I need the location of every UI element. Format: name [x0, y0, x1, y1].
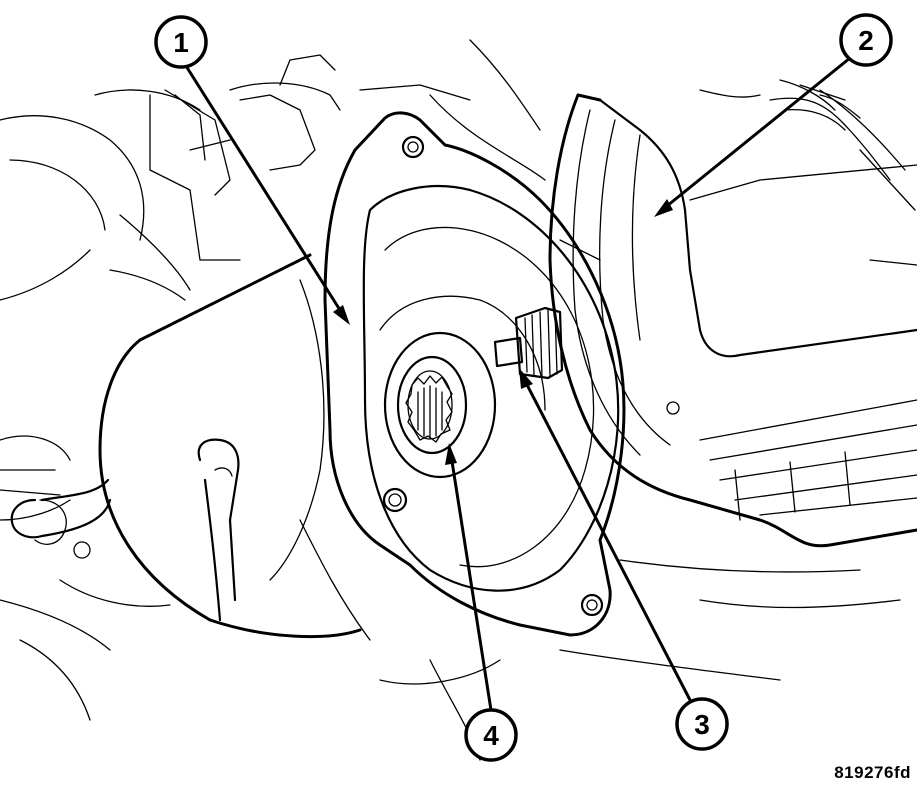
callout-4: 4: [464, 708, 518, 762]
transmission-case: [548, 93, 917, 548]
callout-leaders: [179, 56, 852, 712]
arrowhead: [519, 368, 533, 389]
splined-hub: [383, 331, 497, 479]
callout-2-label: 2: [858, 25, 874, 56]
callout-3-label: 3: [694, 709, 710, 740]
arrowhead: [333, 305, 350, 325]
callout-1-label: 1: [173, 27, 189, 58]
engine-bay-linework: [0, 39, 917, 761]
callout-4-label: 4: [483, 720, 499, 751]
wiring-harness: [769, 84, 891, 181]
adapter-flange: [323, 111, 626, 637]
callout-3: 3: [675, 697, 729, 751]
arrowhead: [654, 199, 673, 217]
callout-2: 2: [839, 13, 893, 67]
technician-hand: [10, 438, 240, 622]
arrowhead: [445, 443, 457, 465]
callout-1: 1: [154, 15, 208, 69]
transfer-case-housing: [98, 253, 362, 639]
figure-id: 819276fd: [834, 763, 911, 782]
